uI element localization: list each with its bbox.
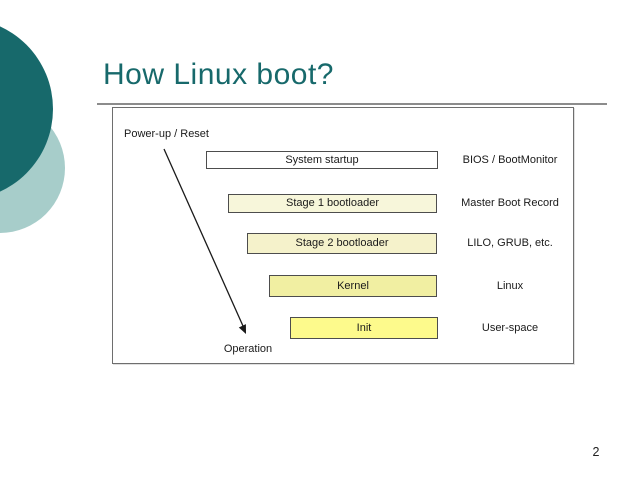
power-up-reset-label: Power-up / Reset <box>124 128 209 140</box>
side-label-bios: BIOS / BootMonitor <box>462 154 558 166</box>
stage-box-label: Stage 1 bootloader <box>286 197 379 209</box>
page-number: 2 <box>592 445 600 459</box>
flow-arrow <box>163 148 246 334</box>
stage-box-label: Init <box>356 322 372 334</box>
side-label-linux: Linux <box>496 280 524 292</box>
stage-box-kernel: Kernel <box>269 275 437 297</box>
side-label-mbr: Master Boot Record <box>461 197 559 209</box>
slide-title: How Linux boot? <box>103 58 334 91</box>
side-label-lilo-grub: LILO, GRUB, etc. <box>467 237 553 249</box>
side-label-user-space: User-space <box>481 322 539 334</box>
stage-box-stage2-bootloader: Stage 2 bootloader <box>247 233 437 254</box>
stage-box-label: System startup <box>285 154 359 166</box>
stage-box-system-startup: System startup <box>206 151 438 169</box>
stage-box-label: Stage 2 bootloader <box>295 237 389 249</box>
stage-box-stage1-bootloader: Stage 1 bootloader <box>228 194 437 213</box>
boot-flow-diagram: Power-up / Reset System startup BIOS / B… <box>112 107 574 364</box>
operation-label: Operation <box>223 343 273 355</box>
title-divider <box>97 103 607 105</box>
stage-box-init: Init <box>290 317 438 339</box>
stage-box-label: Kernel <box>337 280 369 292</box>
